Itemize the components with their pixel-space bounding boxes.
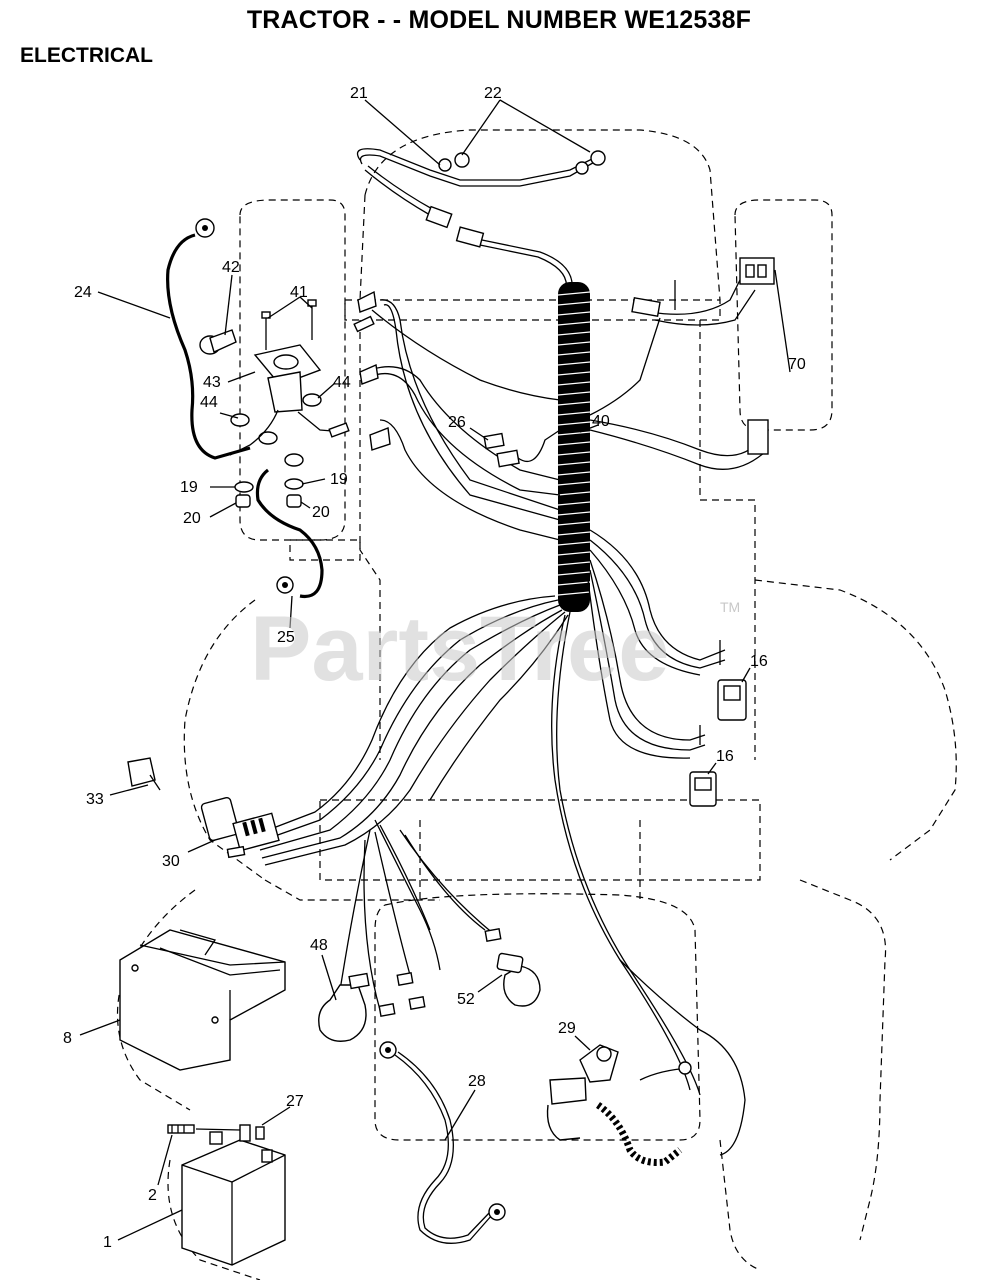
callout-19-left: 19 xyxy=(180,479,198,496)
callout-33: 33 xyxy=(86,791,104,808)
harness-right-upper xyxy=(589,257,775,470)
watermark-trademark: TM xyxy=(720,599,740,615)
connector-26 xyxy=(483,429,561,468)
page-title: TRACTOR - - MODEL NUMBER WE12538F xyxy=(246,6,752,34)
callout-27: 27 xyxy=(286,1093,304,1110)
callout-19-right: 19 xyxy=(330,471,348,488)
callout-70: 70 xyxy=(788,356,806,373)
battery-cable-28 xyxy=(379,1041,506,1244)
callout-48: 48 xyxy=(310,937,328,954)
callout-20-left: 20 xyxy=(183,510,201,527)
callout-1: 1 xyxy=(103,1234,112,1251)
callout-28: 28 xyxy=(468,1073,486,1090)
battery-cable-24 xyxy=(166,218,324,599)
section-heading: ELECTRICAL xyxy=(20,44,153,67)
callout-25: 25 xyxy=(277,629,295,646)
harness-lower xyxy=(254,595,569,1011)
headlight-harness xyxy=(356,148,606,291)
leader-lines xyxy=(79,99,791,1241)
lamp-48 xyxy=(318,928,502,1042)
battery-1 xyxy=(181,1131,286,1266)
part-33 xyxy=(127,757,161,791)
callout-44-left: 44 xyxy=(200,394,218,411)
callout-24: 24 xyxy=(74,284,92,301)
ignition-switch-30 xyxy=(200,796,280,859)
part-29-assembly xyxy=(546,1044,692,1166)
callout-41: 41 xyxy=(290,284,308,301)
lamp-52 xyxy=(496,952,541,1007)
part-8-panel xyxy=(119,929,286,1071)
callout-43: 43 xyxy=(203,374,221,391)
callout-52: 52 xyxy=(457,991,475,1008)
callout-labels: 21 22 24 42 41 43 44 44 19 19 20 20 25 2… xyxy=(63,85,806,1251)
watermark: PartsTree xyxy=(250,598,669,700)
bolt-2 xyxy=(167,1124,195,1134)
solenoid-assembly xyxy=(199,299,375,508)
callout-30: 30 xyxy=(162,853,180,870)
harness-left-upper xyxy=(357,290,561,541)
harness-to-29 xyxy=(551,611,746,1156)
callout-8: 8 xyxy=(63,1030,72,1047)
callout-2: 2 xyxy=(148,1187,157,1204)
callout-44-right: 44 xyxy=(333,374,351,391)
callout-26: 26 xyxy=(448,414,466,431)
callout-16-lower: 16 xyxy=(716,748,734,765)
callout-40: 40 xyxy=(592,413,610,430)
callout-29: 29 xyxy=(558,1020,576,1037)
coiled-harness xyxy=(557,282,591,612)
callout-20-right: 20 xyxy=(312,504,330,521)
harness-right-lower xyxy=(587,529,747,807)
callout-22: 22 xyxy=(484,85,502,102)
callout-16-upper: 16 xyxy=(750,653,768,670)
tractor-outline xyxy=(116,129,957,1280)
callout-21: 21 xyxy=(350,85,368,102)
part-27 xyxy=(195,1124,265,1142)
callout-42: 42 xyxy=(222,259,240,276)
